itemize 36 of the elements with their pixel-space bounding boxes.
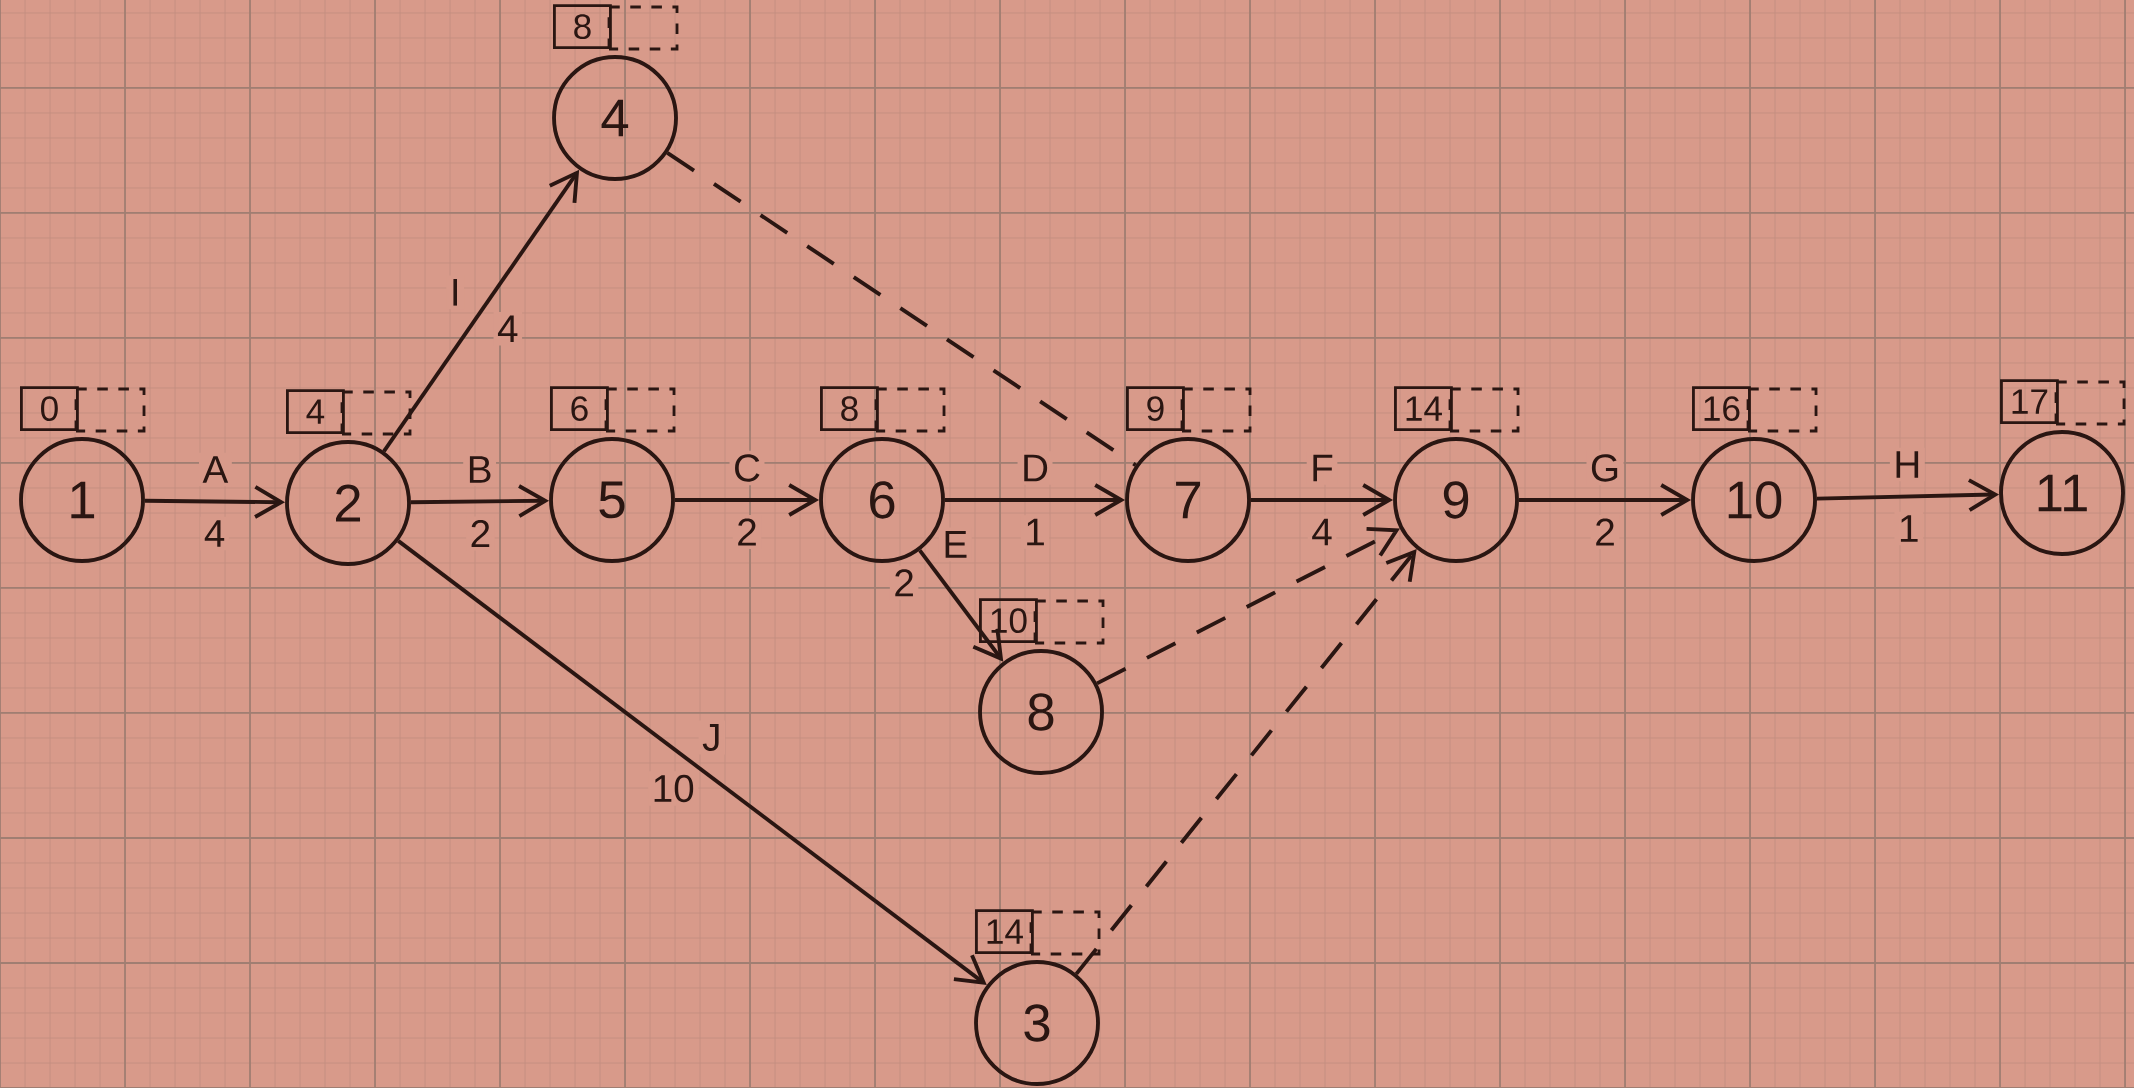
event-time-box: 10 bbox=[979, 598, 1038, 643]
edge-label: A bbox=[199, 452, 232, 487]
arrow bbox=[410, 484, 550, 518]
arrow bbox=[1816, 478, 2000, 512]
edge-label: F bbox=[1306, 451, 1338, 485]
event-time-box: 4 bbox=[286, 389, 345, 434]
event-time-box: 8 bbox=[553, 4, 612, 49]
edge-label: 10 bbox=[648, 771, 699, 806]
edge-label: 4 bbox=[1307, 515, 1337, 549]
arrow bbox=[918, 549, 1004, 662]
arrow bbox=[397, 539, 987, 986]
arrow bbox=[1074, 549, 1417, 976]
edge-label: 1 bbox=[1020, 515, 1050, 549]
edge-label: G bbox=[1586, 450, 1624, 486]
event-time-box: 0 bbox=[20, 386, 79, 431]
edge-label: J bbox=[698, 720, 725, 755]
arrow bbox=[1096, 526, 1400, 686]
arrow bbox=[674, 483, 820, 517]
event-time-box: 14 bbox=[975, 909, 1034, 954]
edge-label: B bbox=[463, 452, 496, 487]
arrow bbox=[1250, 483, 1394, 517]
edge-label: 4 bbox=[200, 516, 229, 551]
arrow bbox=[382, 169, 580, 453]
event-time-box: 9 bbox=[1126, 386, 1185, 431]
event-time-box: 14 bbox=[1394, 386, 1453, 431]
edge-label: 1 bbox=[1894, 511, 1923, 546]
arrow bbox=[144, 485, 286, 519]
event-time-box: 6 bbox=[550, 386, 609, 431]
edge-label: 2 bbox=[466, 516, 495, 551]
event-time-box: 17 bbox=[2000, 379, 2059, 424]
edge-label: D bbox=[1017, 451, 1053, 485]
event-time-box: 8 bbox=[820, 386, 879, 431]
arrow bbox=[944, 483, 1126, 517]
event-time-box: 16 bbox=[1692, 386, 1751, 431]
edge-label: I bbox=[446, 275, 465, 310]
arrow bbox=[1518, 483, 1692, 517]
